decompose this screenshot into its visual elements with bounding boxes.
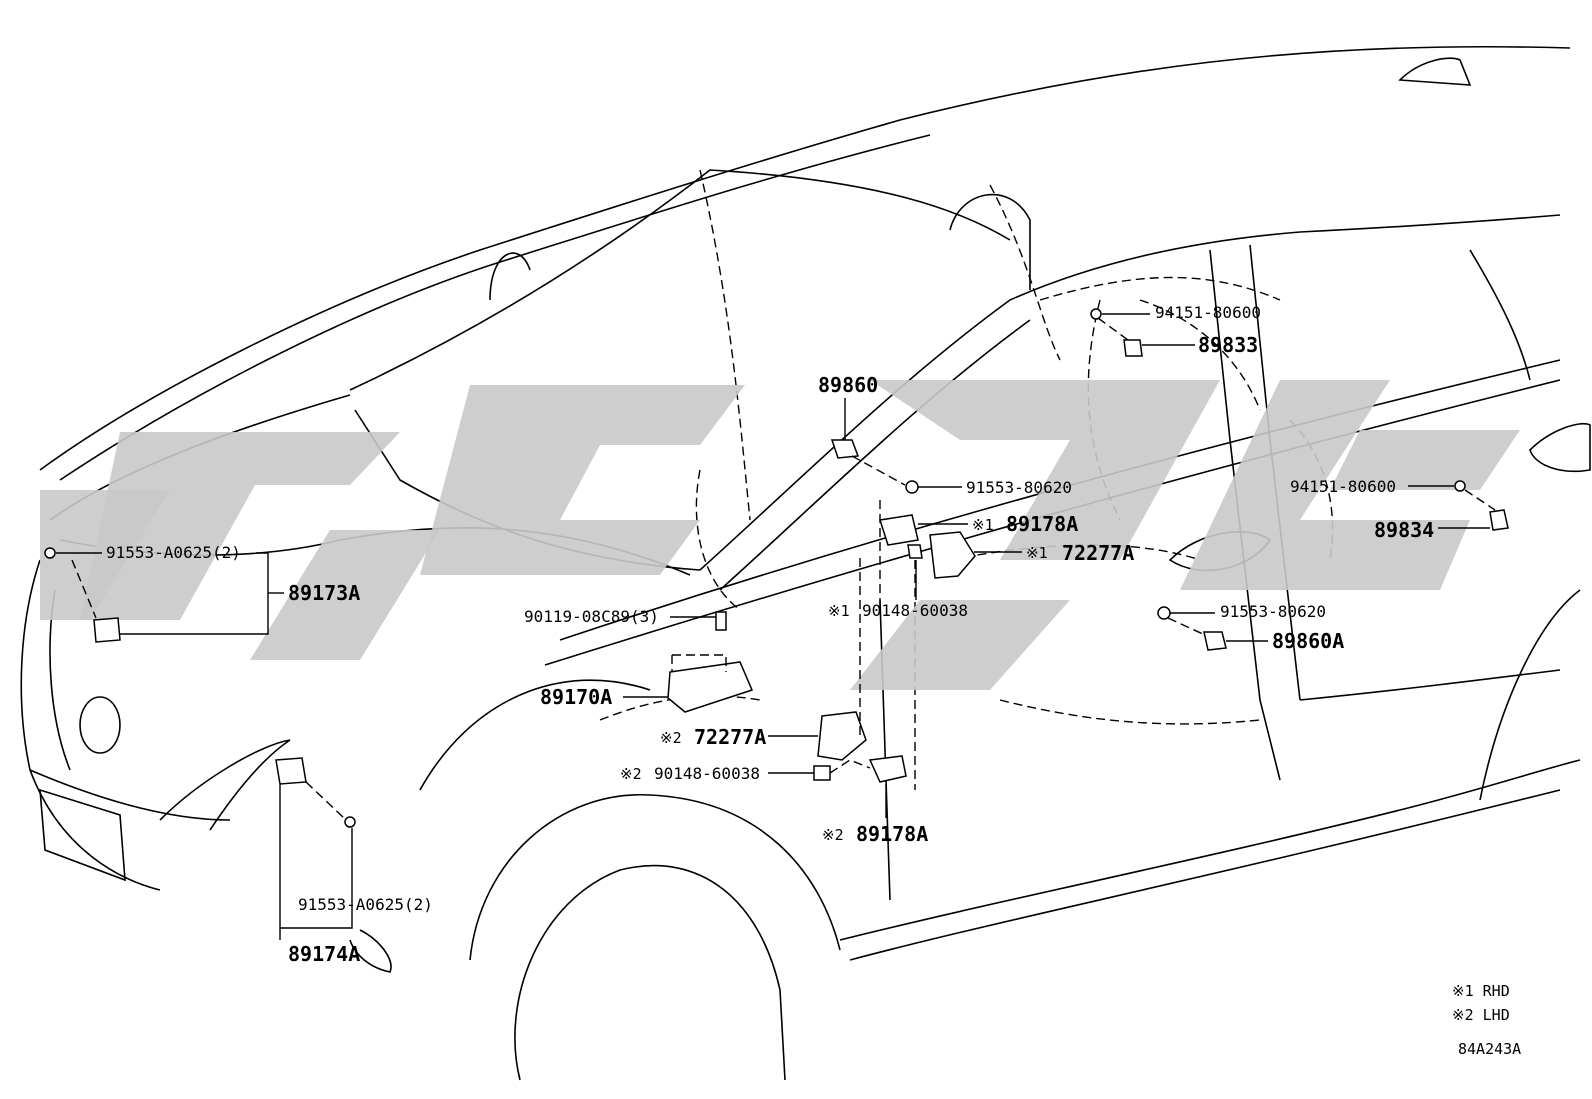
mark-lhd-90148: ※2 (620, 765, 642, 783)
part-89174A-sensor (275, 757, 307, 785)
part-72277A-rhd-bracket (929, 531, 976, 579)
clip-91553-80620-top (905, 480, 919, 494)
mark-rhd-90148: ※1 (828, 602, 850, 620)
part-89834-sensor (1489, 509, 1509, 531)
clip-91553-A0625-bottom (344, 816, 356, 828)
label-94151-80600-right: 94151-80600 (1290, 477, 1396, 496)
parts (44, 308, 1509, 828)
label-89834: 89834 (1374, 518, 1434, 542)
clip-91553-A0625-top (44, 547, 56, 559)
legend: ※1 RHD ※2 LHD 84A243A (1452, 982, 1521, 1058)
label-72277A-rhd: 72277A (1062, 541, 1134, 565)
label-89178A-rhd: 89178A (1006, 512, 1078, 536)
mark-rhd-89178A: ※1 (972, 516, 994, 534)
bolt-90119 (715, 611, 727, 631)
leader-lines (56, 313, 1496, 940)
label-90148-60038-rhd: 90148-60038 (862, 601, 968, 620)
bolt-90148-lhd (813, 765, 831, 781)
mark-rhd-72277A: ※1 (1026, 544, 1048, 562)
label-89860A: 89860A (1272, 629, 1344, 653)
label-91553-80620-bottom: 91553-80620 (1220, 602, 1326, 621)
label-89833: 89833 (1198, 333, 1258, 357)
label-89170A: 89170A (540, 685, 612, 709)
label-91553-A0625-top: 91553-A0625(2) (106, 543, 241, 562)
part-72277A-lhd-bracket (817, 711, 867, 761)
label-89173A: 89173A (288, 581, 360, 605)
nut-94151-top (1090, 308, 1102, 320)
clip-91553-80620-bottom (1157, 606, 1171, 620)
part-89178A-rhd-sensor (879, 514, 919, 546)
part-89178A-lhd-sensor (868, 755, 907, 783)
part-89860-connector (830, 439, 860, 459)
part-89170A-ecu (667, 661, 754, 713)
watermark-logo (40, 380, 1520, 690)
label-89174A: 89174A (288, 942, 360, 966)
label-89178A-lhd: 89178A (856, 822, 928, 846)
legend-rhd: ※1 RHD (1452, 982, 1510, 1000)
mark-lhd-89178A: ※2 (822, 826, 844, 844)
part-89860A-connector (1203, 631, 1227, 651)
part-labels: 89860 94151-80600 89833 91553-80620 ※1 8… (106, 303, 1434, 966)
legend-lhd: ※2 LHD (1452, 1006, 1510, 1024)
part-89833-sensor (1123, 339, 1143, 357)
bolt-90148-rhd (907, 544, 923, 559)
mark-lhd-72277A: ※2 (660, 729, 682, 747)
nut-94151-right (1454, 480, 1466, 492)
label-91553-80620-top: 91553-80620 (966, 478, 1072, 497)
label-91553-A0625-bottom: 91553-A0625(2) (298, 895, 433, 914)
label-90119-08C89: 90119-08C89(3) (524, 607, 659, 626)
label-89860: 89860 (818, 373, 878, 397)
part-89173A-sensor (93, 617, 121, 643)
label-72277A-lhd: 72277A (694, 725, 766, 749)
label-90148-60038-lhd: 90148-60038 (654, 764, 760, 783)
diagram-code: 84A243A (1458, 1040, 1521, 1058)
label-94151-80600-top: 94151-80600 (1155, 303, 1261, 322)
